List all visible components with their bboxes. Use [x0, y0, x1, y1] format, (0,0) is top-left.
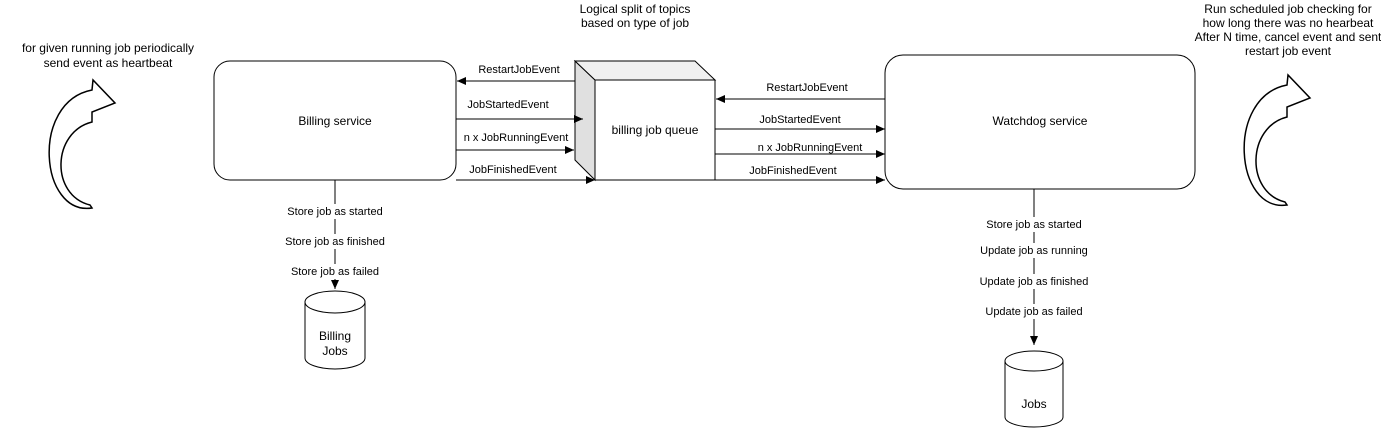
billing-jobs-database: Billing Jobs — [304, 290, 366, 370]
edge-watchdog-started: JobStartedEvent — [715, 114, 885, 133]
edge-billing-restart-label: RestartJobEvent — [478, 64, 559, 76]
loop-arrow-icon-left — [48, 78, 117, 209]
edge-billing-running-label: n x JobRunningEvent — [464, 132, 569, 144]
heartbeat-note-line-1: for given running job periodically — [22, 41, 194, 55]
watchdog-store-label-2: Update job as running — [980, 245, 1088, 257]
topics-note-line-2: based on type of job — [581, 16, 689, 30]
billing-job-queue-label: billing job queue — [612, 123, 699, 137]
watchdog-note-line-1: Run scheduled job checking for — [1204, 2, 1371, 16]
billing-store-label-1: Store job as started — [287, 206, 382, 218]
edge-watchdog-running-label: n x JobRunningEvent — [758, 142, 863, 154]
heartbeat-note-line-2: send event as heartbeat — [44, 56, 173, 70]
topics-note: Logical split of topics based on type of… — [580, 2, 691, 30]
billing-job-queue-node: billing job queue — [573, 59, 717, 182]
billing-db-label-line-1: Billing — [319, 329, 351, 343]
billing-db-label-line-2: Jobs — [322, 344, 347, 358]
watchdog-db-label: Jobs — [1021, 397, 1046, 411]
watchdog-note-line-3: After N time, cancel event and sent — [1195, 30, 1381, 44]
watchdog-note-line-2: how long there was no hearbeat — [1203, 16, 1374, 30]
edge-watchdog-started-label: JobStartedEvent — [759, 114, 840, 126]
watchdog-store-label-4: Update job as failed — [985, 306, 1082, 318]
edge-billing-started-label: JobStartedEvent — [467, 99, 548, 111]
edge-watchdog-finished-label: JobFinishedEvent — [749, 165, 836, 177]
edge-watchdog-finished: JobFinishedEvent — [715, 165, 885, 184]
loop-arrow-icon-right — [1243, 73, 1312, 206]
edge-watchdog-restart: RestartJobEvent — [716, 82, 885, 103]
watchdog-jobs-database: Jobs — [1004, 350, 1064, 428]
watchdog-store-label-3: Update job as finished — [980, 276, 1089, 288]
heartbeat-note: for given running job periodically send … — [22, 41, 194, 70]
edge-billing-restart: RestartJobEvent — [457, 64, 575, 85]
watchdog-store-label-1: Store job as started — [986, 219, 1081, 231]
edge-billing-store: Store job as started Store job as finish… — [283, 180, 387, 289]
billing-store-label-2: Store job as finished — [285, 236, 385, 248]
edge-billing-finished: JobFinishedEvent — [456, 164, 595, 184]
edge-watchdog-restart-label: RestartJobEvent — [766, 82, 847, 94]
billing-store-label-3: Store job as failed — [291, 266, 379, 278]
billing-service-node: Billing service — [213, 60, 457, 181]
edge-watchdog-running: n x JobRunningEvent — [715, 142, 885, 158]
watchdog-note: Run scheduled job checking for how long … — [1195, 2, 1381, 58]
edge-billing-running: n x JobRunningEvent — [456, 132, 574, 154]
watchdog-service-node: Watchdog service — [884, 54, 1196, 190]
billing-service-label: Billing service — [298, 114, 372, 128]
edge-billing-started: JobStartedEvent — [456, 99, 583, 123]
watchdog-note-line-4: restart job event — [1245, 44, 1332, 58]
edge-billing-finished-label: JobFinishedEvent — [469, 164, 556, 176]
topics-note-line-1: Logical split of topics — [580, 2, 691, 16]
edge-watchdog-store: Store job as started Update job as runni… — [973, 189, 1095, 345]
watchdog-service-label: Watchdog service — [993, 114, 1088, 128]
